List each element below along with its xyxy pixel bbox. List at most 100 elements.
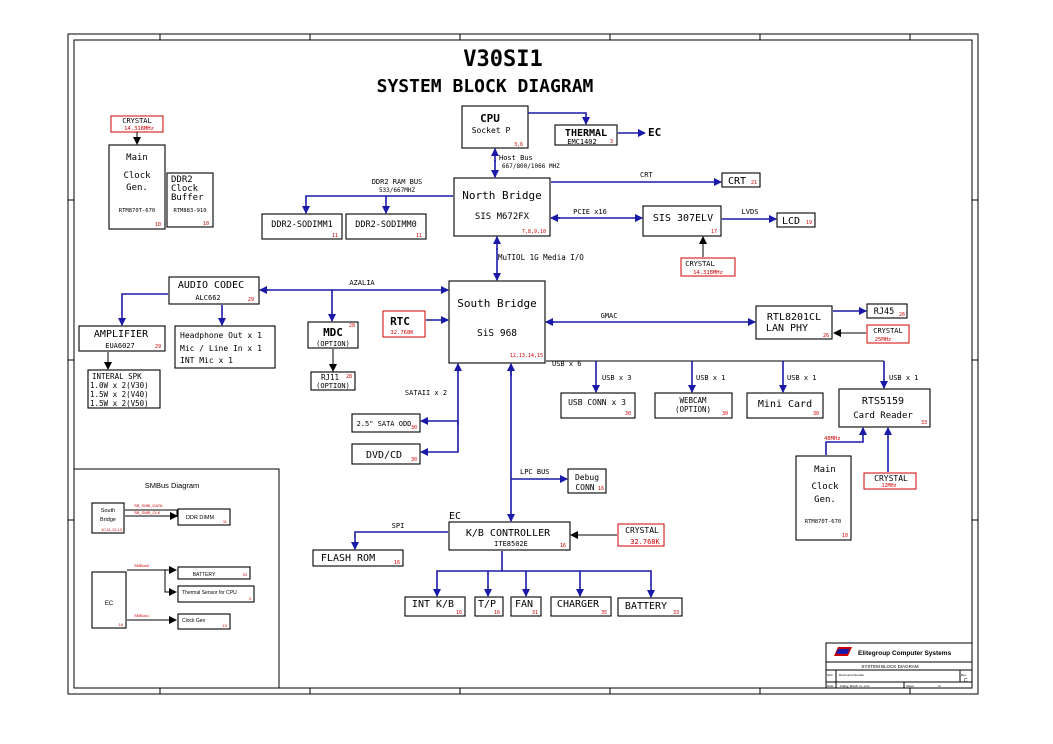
hostbus-speed: 667/800/1066 MHZ (502, 163, 560, 170)
crystal3-label: CRYSTAL (873, 327, 903, 335)
sodimm0-block (345, 213, 427, 240)
north-bridge-part: SIS M672FX (475, 212, 530, 222)
main-clock2-l1: Main (814, 465, 836, 475)
sodimm0-label: DDR2-SODIMM0 (355, 220, 416, 230)
main-clock2-freq: 48MHz (824, 436, 841, 442)
main-clock2-page: 10 (842, 533, 848, 539)
crystal1-freq: 14.318MHz (124, 126, 154, 132)
ddr2-buffer-l1: DDR2 (171, 175, 193, 185)
north-bridge-page: 7,8,9,10 (522, 229, 546, 235)
ddr2-bus-arrow1 (302, 195, 453, 214)
smbus-south-l2: Bridge (100, 517, 116, 523)
main-clock-part: RTM870T-670 (119, 208, 155, 214)
tp-page: 16 (494, 610, 500, 616)
flash-label: FLASH ROM (321, 553, 375, 564)
clk-rts-arrow (825, 427, 867, 455)
smbus-clock-block (177, 613, 231, 630)
ddr2-buffer-l2: Clock (171, 184, 199, 194)
kbc-label: K/B CONTROLLER (466, 528, 551, 539)
smbus-battery-label: BATTERY (193, 572, 216, 578)
sis307-page: 17 (711, 229, 717, 235)
rtl-label: RTL8201CL (767, 312, 821, 323)
intkb-label: INT K/B (412, 599, 454, 610)
tb-rev-val: C (964, 678, 968, 684)
cpu-socket: Socket P (472, 126, 511, 135)
intkb-page: 16 (456, 610, 462, 616)
thermal-label: THERMAL (565, 128, 607, 139)
ec-label: EC (648, 126, 661, 139)
jacks-l1: Headphone Out x 1 (180, 331, 262, 340)
crystal5-freq: 32.768K (630, 538, 660, 546)
crt-label: CRT (728, 176, 746, 187)
smbus-ec-page: 16 (119, 622, 124, 627)
rts-page: 33 (921, 420, 927, 426)
rtl-page: 26 (823, 333, 829, 339)
cpu-label: CPU (480, 112, 500, 125)
tb-of: of (938, 684, 941, 688)
kbc-page: 16 (560, 543, 566, 549)
cpu-thermal-arrow (528, 112, 590, 125)
usb1c-label: USB x 1 (889, 374, 919, 382)
charger-block (550, 596, 612, 617)
crystal3-block (866, 324, 910, 344)
gmac-label: GMAC (601, 312, 618, 320)
mdc-option: (OPTION) (316, 340, 350, 348)
main-clock-page: 10 (155, 222, 161, 228)
crystal4-block (863, 472, 917, 490)
crt-block (721, 172, 761, 188)
rts-label: RTS5159 (862, 396, 904, 407)
smbus0-label: SMBus0 (134, 563, 150, 568)
ddr2-bus-speed: 533/667MHZ (379, 187, 416, 194)
diagram-title: V30SI1 (463, 47, 542, 72)
debug-l2: CONN (575, 483, 594, 492)
audio-codec-label: AUDIO CODEC (178, 280, 244, 291)
speaker-block (87, 369, 161, 409)
main-clock2-part: RTM870T-670 (805, 519, 841, 525)
charger-page: 35 (601, 610, 607, 616)
tb-sheet: Sheet (906, 684, 914, 688)
rtc-block (382, 310, 426, 338)
smbus-panel-frame (74, 468, 280, 688)
webcam-block (654, 392, 733, 419)
sis307-block (642, 205, 722, 237)
ddr2-buffer-part: RTM883-910 (173, 208, 206, 214)
crystal2-label: CRYSTAL (685, 260, 715, 268)
sata-dvd-arrow (420, 421, 459, 456)
main-clock2-l2: Clock (811, 482, 839, 492)
crystal5-block (617, 523, 665, 547)
usb1b-label: USB x 1 (787, 374, 817, 382)
ddr2-buffer-page: 10 (203, 221, 209, 227)
minicard-label: Mini Card (758, 399, 812, 410)
flash-block (312, 549, 404, 567)
audio-codec-page: 29 (248, 297, 254, 303)
tp-block (474, 596, 504, 617)
mdc-block (307, 321, 359, 349)
thermal-part: EMC1402 (567, 138, 597, 146)
company-name: Elitegroup Computer Systems (858, 650, 952, 657)
main-clock2-block (795, 455, 852, 541)
tp-label: T/P (478, 599, 496, 610)
spk-l1: INTERAL SPK (92, 372, 142, 381)
lcd-label: LCD (782, 216, 800, 227)
lpc-label: LPC BUS (520, 468, 550, 476)
usb-conn-block (560, 392, 636, 419)
pcie-label: PCIE x16 (573, 208, 607, 216)
webcam-label: WEBCAM (679, 396, 707, 405)
minicard-block (746, 392, 824, 419)
minicard-page: 30 (813, 411, 819, 417)
azalia-label: AZALIA (349, 279, 375, 287)
smbus-ec-block (91, 571, 127, 629)
webcam-page: 30 (722, 411, 728, 417)
crt-wire-label: CRT (640, 171, 653, 179)
sata-odd-block (351, 413, 421, 433)
rts-sub: Card Reader (853, 411, 913, 421)
rj11-option: (OPTION) (316, 382, 350, 390)
amplifier-label: AMPLIFIER (94, 329, 149, 340)
mdc-page: 28 (349, 323, 355, 329)
crystal3-freq: 25MHz (875, 337, 892, 343)
thermal-page: 3 (610, 139, 613, 145)
company-logo-icon (834, 647, 852, 656)
kbc-battery-arrow (502, 570, 655, 598)
battery-block (617, 597, 683, 617)
